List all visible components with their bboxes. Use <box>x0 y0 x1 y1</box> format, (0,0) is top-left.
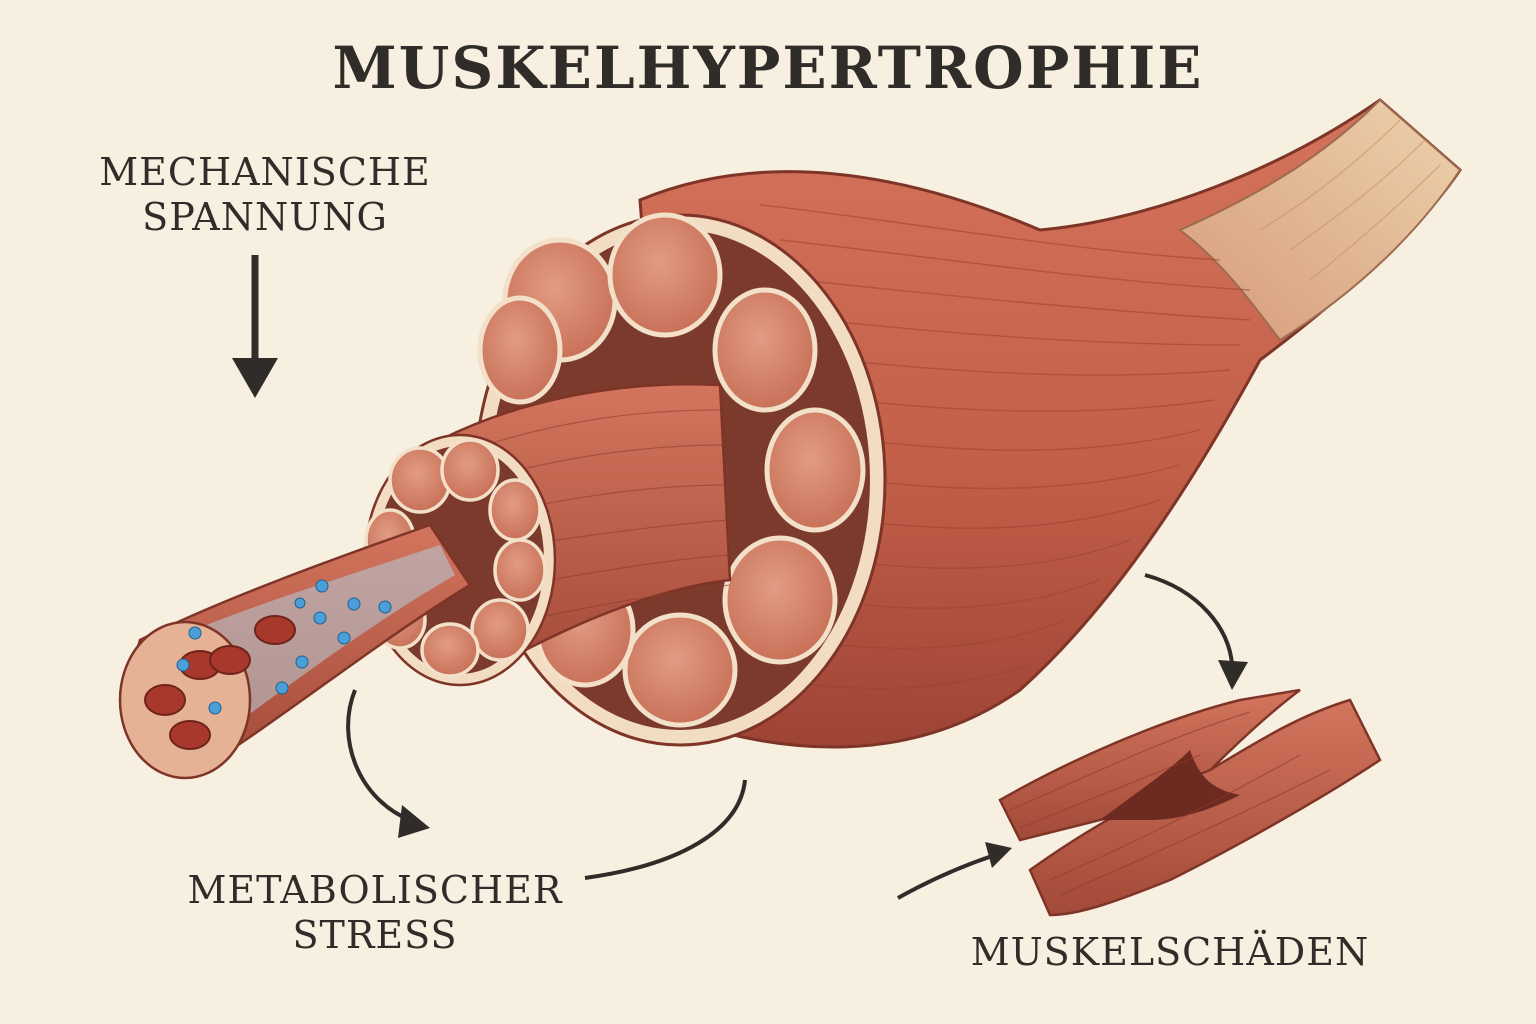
arrow-mechanical <box>232 255 278 398</box>
diagram-title: MUSKELHYPERTROPHIE <box>332 34 1204 102</box>
label-metabolic-line1: METABOLISCHER <box>187 868 563 912</box>
label-muscle-damage: MUSKELSCHÄDEN <box>970 930 1370 974</box>
muscle-fiber-vessel <box>118 523 472 780</box>
label-metabolic-stress: METABOLISCHER STRESS <box>180 868 570 958</box>
arrow-metabolic-from-muscle <box>584 779 747 880</box>
label-metabolic-line2: STRESS <box>292 912 458 957</box>
label-mechanical-line1: MECHANISCHE <box>99 150 431 194</box>
label-mechanical-line2: SPANNUNG <box>142 194 388 239</box>
fascicle-cells <box>477 212 866 728</box>
fascicle <box>363 383 732 687</box>
tendon <box>1178 98 1462 342</box>
arrow-damage-left <box>897 842 1012 900</box>
red-blood-cells <box>144 615 296 750</box>
damaged-muscle <box>998 688 1382 917</box>
tear <box>1100 750 1240 820</box>
metabolite-dots <box>176 579 392 715</box>
arrow-metabolic <box>346 689 430 838</box>
arrow-damage-top <box>1144 573 1248 690</box>
label-mechanical-tension: MECHANISCHE SPANNUNG <box>95 150 435 240</box>
